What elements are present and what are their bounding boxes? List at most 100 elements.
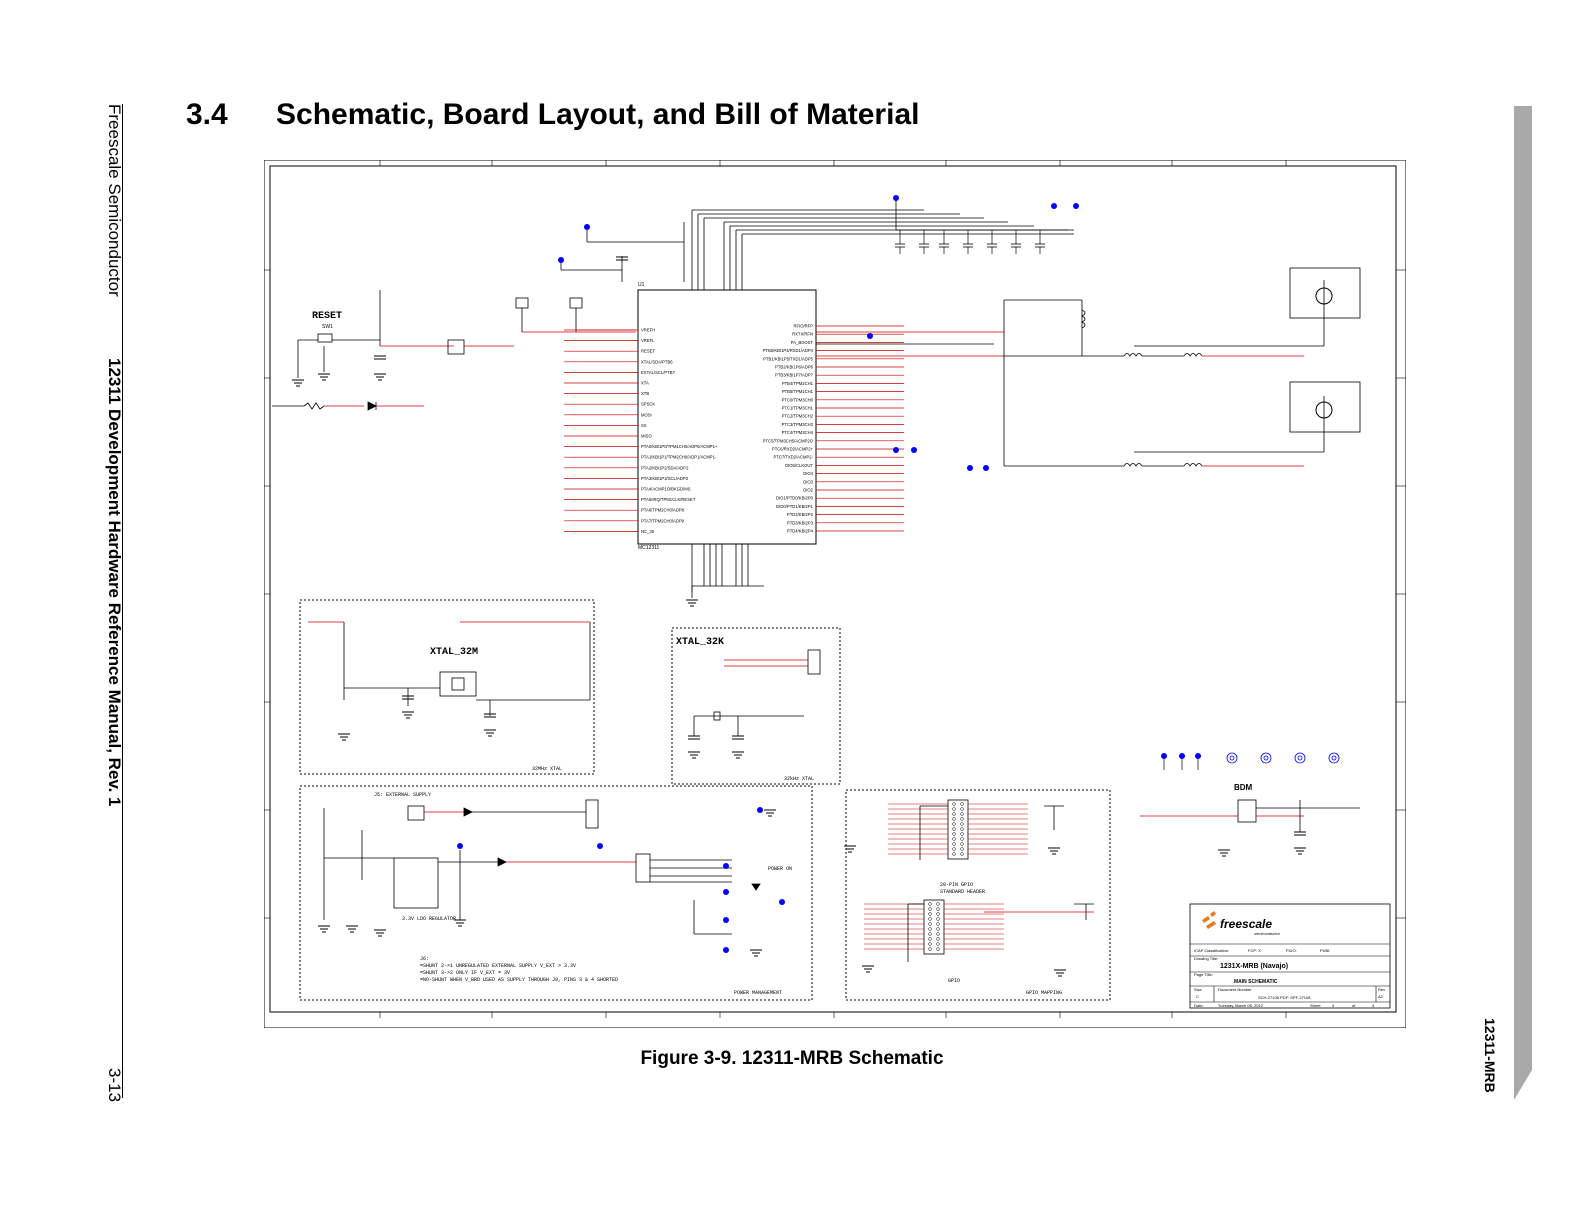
mounting-hole-icon	[1294, 752, 1306, 764]
u1-left-pin-label: PTA0/KBI1P0/TPM1CH0/ADP0/ACMP1+	[641, 444, 718, 449]
u1-left-pin-label: NC_30	[641, 529, 655, 534]
u1-right-pin-label: PTD3/KBI2P3	[787, 520, 814, 525]
u1-right-pin: DIO3	[803, 479, 904, 484]
u1-right-pin: PTC4/TPM3CH4	[782, 430, 904, 435]
u1-left-pin: SPSCK	[564, 402, 655, 407]
u1-left-pin-label: VREFL	[641, 338, 655, 343]
d4-led-circuit	[272, 401, 424, 411]
tb-doc-label: Document Number	[1218, 987, 1252, 992]
u1-left-pin: PTA0/KBI1P0/TPM1CH0/ADP0/ACMP1+	[564, 444, 718, 449]
std-header-label: STANDARD HEADER	[940, 889, 985, 895]
manual-title: 12311 Development Hardware Reference Man…	[105, 358, 124, 807]
u1-right-pin: PTC1/TPM3CH1	[782, 406, 904, 411]
tb-page-title: MAIN SCHEMATIC	[1234, 979, 1278, 985]
test-loop-icon	[1179, 753, 1185, 770]
u1-right-pin: PTB0/KBI1P4/RXD1/ADP4	[763, 348, 904, 353]
u1-left-pin-label: RESET	[641, 349, 655, 354]
u1-right-pin: PTC3/TPM3CH3	[782, 422, 904, 427]
tp17-node	[723, 863, 729, 869]
u1-left-pin-label: XTA	[641, 381, 649, 386]
u1-right-pin: DIO0/PTD1/KBI2P1	[776, 504, 904, 509]
test-loop-icon	[1195, 753, 1201, 770]
tb-size-label: Size	[1194, 987, 1203, 992]
gpio-header-j15	[888, 799, 1028, 860]
tp2b-node	[779, 899, 785, 905]
u1-right-pin-label: PTC1/TPM3CH1	[782, 406, 814, 411]
left-running-header: Freescale Semiconductor 12311 Developmen…	[96, 104, 136, 1104]
decap-group	[895, 230, 1045, 254]
u1-left-pin: PTA5/IRQ/TPM1CLK/RESET	[564, 497, 696, 502]
tb-page-title-label: Page Title:	[1194, 972, 1213, 977]
u1-right-pin: PTB3/KBI1P7/ADP7	[775, 373, 904, 378]
tp13-node	[757, 807, 763, 813]
u1-right-pin-label: PTB0/KBI1P4/RXD1/ADP4	[763, 348, 814, 353]
tb-doc: SCH-27108 PDF: SPF-27108	[1258, 995, 1311, 1000]
u1-right-pin: PTD4/KBI2P4	[787, 529, 904, 534]
tp4-node	[983, 465, 989, 471]
tb-sheet-label: Sheet	[1310, 1003, 1321, 1008]
u1-left-pin-label: SPSCK	[641, 402, 655, 407]
gpio-mapping-label: GPIO MAPPING	[1026, 990, 1062, 996]
u1-right-pin: PTD2/KBI2P2	[787, 512, 904, 517]
gpio-header-label: 20-PIN GPIO	[940, 882, 973, 888]
u1-right-pin-label: RXTX/RFN	[792, 332, 813, 337]
company-name: Freescale Semiconductor	[105, 104, 124, 297]
test-loops-and-holes	[1161, 752, 1340, 770]
test-loop-icon	[1161, 753, 1167, 770]
u1-left-pin: PTA3/KBI1P3/SCL/ADP3	[564, 476, 689, 481]
u1-left-pin-label: PTA2/KBI1P2/SDA/ADP2	[641, 465, 689, 470]
u1-left-pin-label: MISO	[641, 434, 652, 439]
u1-right-pin-label: PTC7/TXD2/ACMP2-	[773, 455, 813, 460]
u1-left-pin-label: XTB	[641, 391, 649, 396]
u1-left-pin: RESET	[564, 349, 655, 354]
mounting-hole-icon	[1328, 752, 1340, 764]
j6-line3: =NO-SHUNT WHEN V_BRD USED AS SUPPLY THRO…	[420, 977, 618, 983]
decoupling-capacitor	[939, 230, 949, 254]
u1-left-pin-label: SS	[641, 423, 647, 428]
rf-matching-network	[816, 280, 1325, 467]
section-title: Schematic, Board Layout, and Bill of Mat…	[276, 98, 920, 131]
gpio-headers	[864, 799, 1028, 955]
u1-ref: U1	[638, 282, 645, 288]
u1-left-pin: PTA4/ACMP1O/BKGD/MS	[564, 487, 691, 492]
tb-of: 4	[1372, 1003, 1375, 1008]
u1-left-pin-label: XTAL/SDA/PTB6	[641, 359, 673, 364]
u1-right-pin: DIO1/PTD0/KBI2P0	[776, 496, 904, 501]
ext-supply-title: J5: EXTERNAL SUPPLY	[374, 792, 431, 798]
u1-left-pin: VREFH	[564, 328, 655, 333]
tp2-node	[1073, 203, 1079, 209]
tb-rev: A2	[1378, 994, 1384, 999]
sma-j1-frame	[1289, 267, 1361, 319]
j10-j11-headers	[515, 297, 636, 333]
j6-line2: =SHUNT 3->2 ONLY IF V_EXT = 3V	[420, 970, 510, 976]
j6-title: J6:	[420, 956, 429, 962]
u1-part: MC12311	[638, 545, 660, 551]
u1-left-pin-label: PTA4/ACMP1O/BKGD/MS	[641, 487, 691, 492]
xtal32k-frame	[671, 627, 841, 785]
u1-left-pin-label: PTA5/IRQ/TPM1CLK/RESET	[641, 497, 696, 502]
tp6-node	[867, 333, 873, 339]
tb-date: Tuesday, March 06, 2012	[1218, 1003, 1264, 1008]
ldo-label: 3.3V LDO REGULATOR	[402, 916, 456, 922]
u1-right-pin-label: RFIO/RFP	[793, 324, 813, 329]
zone-ticks	[264, 160, 1406, 1018]
reset-block-title: RESET	[312, 311, 342, 322]
inner-border	[269, 165, 1397, 1013]
u1-left-pin: MOSI	[564, 412, 652, 417]
u1-ic-body	[637, 289, 817, 545]
tp14-node	[967, 465, 973, 471]
xtal32m-frame	[299, 599, 595, 775]
decoupling-capacitor	[1011, 230, 1021, 254]
tp12-node	[457, 843, 463, 849]
u1-right-pin: PTC2/TPM3CH2	[782, 414, 904, 419]
u1-left-pin: VREFL	[564, 338, 655, 343]
u1-right-pin-label: DIO4	[803, 471, 813, 476]
u1-left-pin: EXTAL/SCL/PTB7	[564, 370, 676, 375]
u1-right-pin: DIO2	[803, 488, 904, 493]
u1-right-pin-label: DIO1/PTD0/KBI2P0	[776, 496, 814, 501]
u1-right-pin-label: PTB4/TPM2CH1	[782, 381, 814, 386]
gpio-wiring	[907, 805, 1094, 962]
decoupling-capacitor	[919, 230, 929, 254]
tp22-node	[723, 917, 729, 923]
u1-top-pins	[691, 209, 1074, 290]
